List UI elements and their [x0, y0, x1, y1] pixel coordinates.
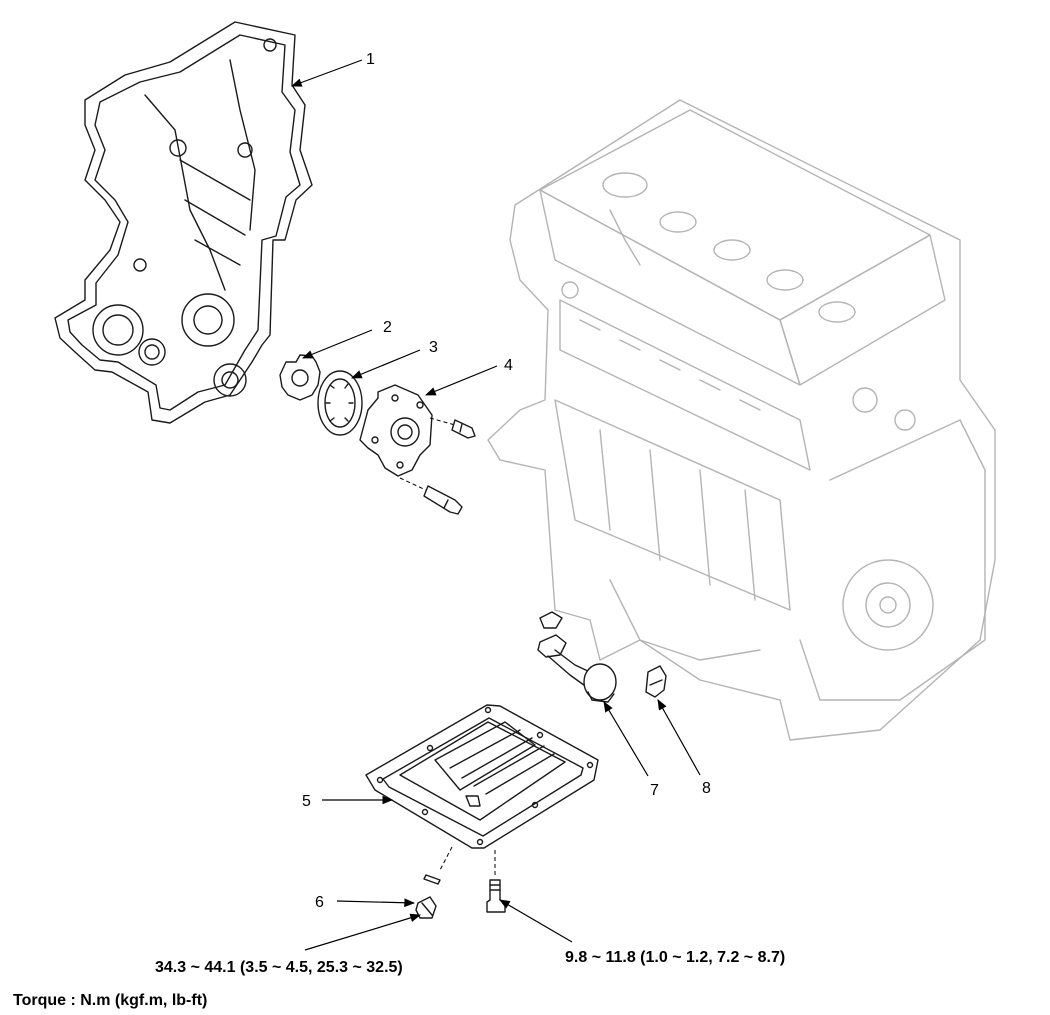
torque-unit-note: Torque : N.m (kgf.m, lb-ft) [13, 992, 207, 1009]
timing-chain-cover [54, 21, 313, 424]
torque-drain-plug: 34.3 ~ 44.1 (3.5 ~ 4.5, 25.3 ~ 32.5) [155, 959, 403, 976]
oil-pan [365, 704, 599, 849]
engine-block-outline [487, 99, 996, 741]
torque-oil-pan-bolt: 9.8 ~ 11.8 (1.0 ~ 1.2, 7.2 ~ 8.7) [565, 949, 785, 966]
callout-1: 1 [366, 51, 375, 68]
callout-5: 5 [302, 793, 311, 810]
oil-pump-cover [359, 384, 433, 477]
callout-8: 8 [702, 780, 711, 797]
oil-pressure-switch [645, 665, 667, 698]
callout-2: 2 [383, 319, 392, 336]
oil-pump-outer-rotor [317, 370, 363, 436]
callout-7: 7 [650, 782, 659, 799]
callout-6: 6 [315, 894, 324, 911]
leader-lines [290, 59, 701, 951]
oil-drain-plug [415, 846, 453, 919]
oil-pump-cover-bolts [399, 417, 476, 515]
oil-strainer [537, 611, 617, 703]
oil-pump-inner-rotor [279, 354, 321, 401]
callout-3: 3 [429, 339, 438, 356]
oil-pan-bolt [486, 850, 506, 913]
callout-4: 4 [504, 357, 513, 374]
